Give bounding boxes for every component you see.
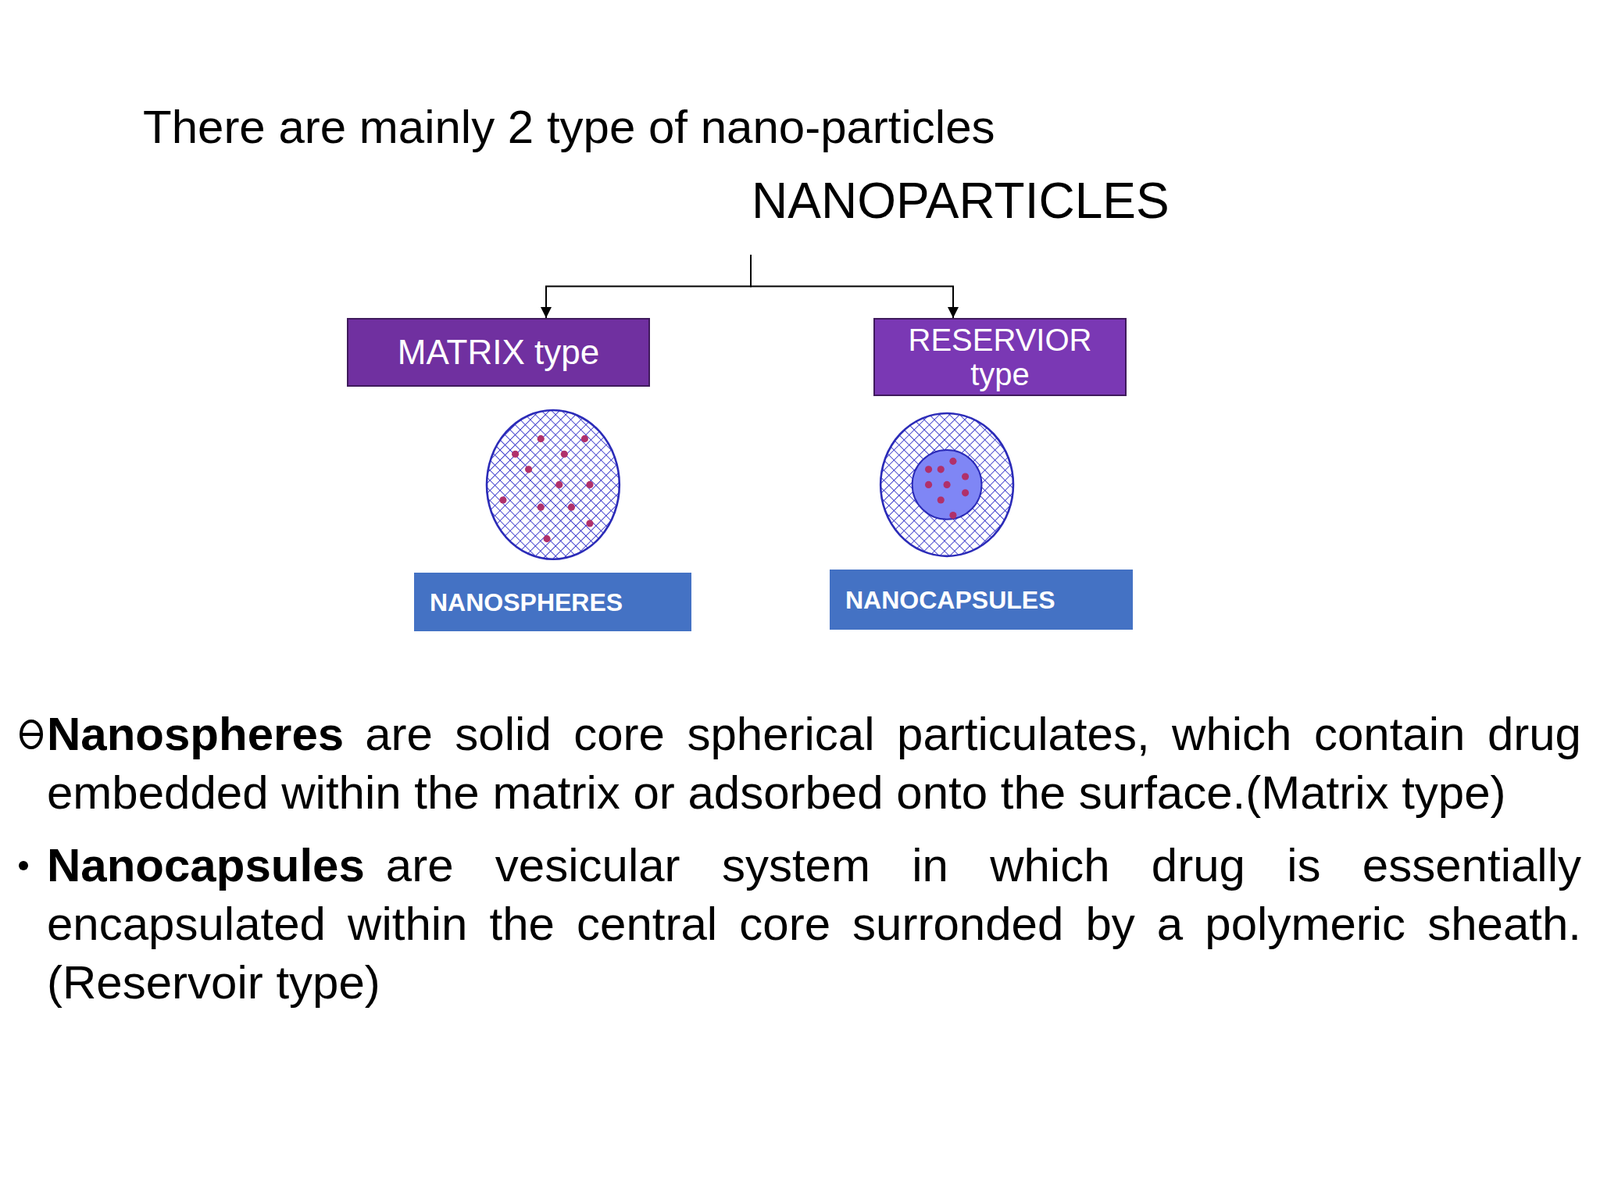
name-box: NANOSPHERES bbox=[414, 572, 692, 632]
node-text: NANOCAPSULES bbox=[845, 584, 1055, 616]
node-text: NANOSPHERES bbox=[429, 586, 623, 618]
term-text: Nanospheres bbox=[46, 707, 344, 761]
drug-dots bbox=[925, 457, 969, 519]
node-text: RESERVIOR type bbox=[890, 322, 1110, 392]
ring-bullet bbox=[21, 721, 42, 748]
term-text: Nanocapsules bbox=[46, 839, 365, 892]
type-box: RESERVIOR type bbox=[873, 317, 1127, 397]
root-heading: NANOPARTICLES bbox=[748, 173, 1173, 255]
nanosphere-figure bbox=[486, 410, 620, 560]
bullet-paragraph: Nanospheresare solid core spherical part… bbox=[46, 704, 1582, 822]
node-text: MATRIX type bbox=[397, 332, 600, 373]
dot-bullet bbox=[18, 860, 29, 871]
drug-dots bbox=[499, 435, 593, 543]
node-text: NANOPARTICLES bbox=[751, 173, 1170, 229]
sphere-matrix bbox=[486, 410, 620, 560]
connector-arrow bbox=[546, 254, 751, 318]
capsule-shell bbox=[880, 413, 1014, 557]
name-box: NANOCAPSULES bbox=[829, 569, 1133, 630]
connector-arrow bbox=[750, 254, 954, 318]
bullet-list: Nanospheresare solid core spherical part… bbox=[46, 704, 1582, 1026]
page-title: There are mainly 2 type of nano-particle… bbox=[142, 100, 996, 155]
nanocapsule-figure bbox=[880, 413, 1014, 557]
capsule-core bbox=[912, 450, 983, 520]
bullet-paragraph: Nanocapsulesare vesicular system in whic… bbox=[46, 835, 1582, 1012]
type-box: MATRIX type bbox=[346, 317, 650, 387]
